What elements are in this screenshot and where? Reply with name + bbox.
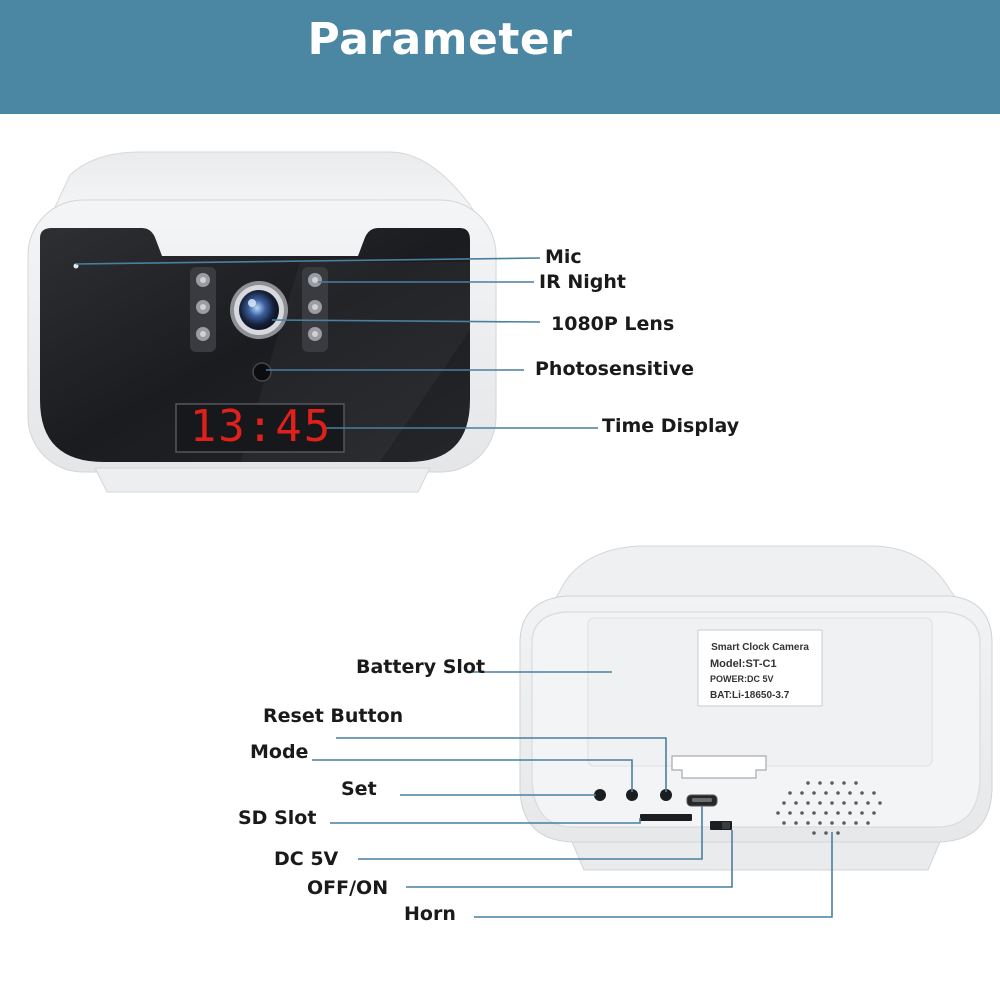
speaker-hole	[794, 821, 798, 825]
clock-digits: 13:45	[189, 401, 333, 452]
callout-label-sd-slot: SD Slot	[238, 807, 317, 829]
callout-line-dc-5v	[358, 806, 703, 860]
photosensitive-sensor	[252, 362, 272, 382]
camera-lens	[230, 281, 288, 339]
speaker-hole	[824, 791, 828, 795]
callout-label-reset-button: Reset Button	[263, 705, 404, 727]
speaker-hole	[878, 801, 882, 805]
speaker-hole	[836, 831, 840, 835]
speaker-hole	[812, 791, 816, 795]
front-screen	[40, 228, 470, 462]
callout-line-sd-slot	[330, 818, 641, 824]
callout-line-reset-button	[336, 737, 667, 792]
speaker-hole	[818, 801, 822, 805]
callout-label-lens: 1080P Lens	[551, 313, 675, 335]
speaker-hole	[818, 781, 822, 785]
front-clock-camera	[27, 151, 497, 493]
speaker-hole	[866, 801, 870, 805]
speaker-hole	[812, 831, 816, 835]
speaker-hole	[800, 791, 804, 795]
speaker-hole	[842, 821, 846, 825]
header-banner: Parameter	[0, 0, 1000, 114]
reset-button	[660, 789, 672, 801]
speaker-hole	[782, 801, 786, 805]
label-battery: BAT:Li-18650-3.7	[710, 690, 790, 701]
speaker-hole	[824, 831, 828, 835]
ir-led-group-right	[302, 267, 328, 352]
speaker-hole	[806, 801, 810, 805]
callout-label-ir-night: IR Night	[539, 271, 626, 293]
ir-led-group-left	[190, 267, 216, 352]
set-button	[594, 789, 606, 801]
speaker-hole	[842, 801, 846, 805]
speaker-hole	[842, 781, 846, 785]
speaker-hole	[794, 801, 798, 805]
speaker-hole	[788, 811, 792, 815]
callout-label-battery-slot: Battery Slot	[356, 656, 486, 678]
mode-button	[626, 789, 638, 801]
speaker-hole	[836, 791, 840, 795]
speaker-hole	[824, 811, 828, 815]
speaker-hole	[860, 791, 864, 795]
speaker-hole	[788, 791, 792, 795]
sd-card-bracket	[671, 755, 767, 779]
callout-line-off-on	[406, 830, 733, 888]
callout-line-lens	[271, 319, 541, 323]
speaker-hole	[812, 811, 816, 815]
callout-label-dc-5v: DC 5V	[274, 848, 339, 870]
label-model: Model:ST-C1	[710, 658, 777, 670]
speaker-hole	[860, 811, 864, 815]
callout-line-mode	[312, 759, 633, 792]
callout-label-horn: Horn	[404, 903, 456, 925]
callout-label-mic: Mic	[545, 246, 582, 268]
speaker-hole	[854, 801, 858, 805]
speaker-hole	[872, 791, 876, 795]
speaker-hole	[818, 821, 822, 825]
front-callout-lines	[75, 257, 598, 429]
speaker-hole	[782, 821, 786, 825]
label-title: Smart Clock Camera	[711, 642, 809, 653]
speaker-grille	[776, 781, 882, 835]
page-title: Parameter	[307, 14, 573, 65]
product-label: Smart Clock Camera Model:ST-C1 POWER:DC …	[697, 629, 823, 707]
callout-label-photosensitive: Photosensitive	[535, 358, 695, 380]
speaker-hole	[806, 781, 810, 785]
back-callout-lines	[312, 671, 833, 918]
speaker-hole	[854, 821, 858, 825]
speaker-hole	[854, 781, 858, 785]
callout-label-set: Set	[341, 778, 377, 800]
label-power: POWER:DC 5V	[710, 674, 774, 684]
speaker-hole	[830, 781, 834, 785]
speaker-hole	[830, 821, 834, 825]
speaker-hole	[872, 811, 876, 815]
back-clock-camera: Smart Clock Camera Model:ST-C1 POWER:DC …	[519, 545, 993, 871]
callout-label-mode: Mode	[250, 741, 309, 763]
speaker-hole	[806, 821, 810, 825]
callout-line-horn	[474, 832, 833, 918]
time-display-window	[175, 403, 345, 453]
callout-label-time-display: Time Display	[602, 415, 740, 437]
speaker-hole	[776, 811, 780, 815]
speaker-hole	[848, 791, 852, 795]
sd-card-slot	[640, 814, 692, 821]
speaker-hole	[866, 821, 870, 825]
speaker-hole	[830, 801, 834, 805]
callout-line-mic	[75, 257, 541, 265]
speaker-hole	[836, 811, 840, 815]
speaker-hole	[848, 811, 852, 815]
callout-label-off-on: OFF/ON	[307, 877, 389, 899]
speaker-hole	[800, 811, 804, 815]
